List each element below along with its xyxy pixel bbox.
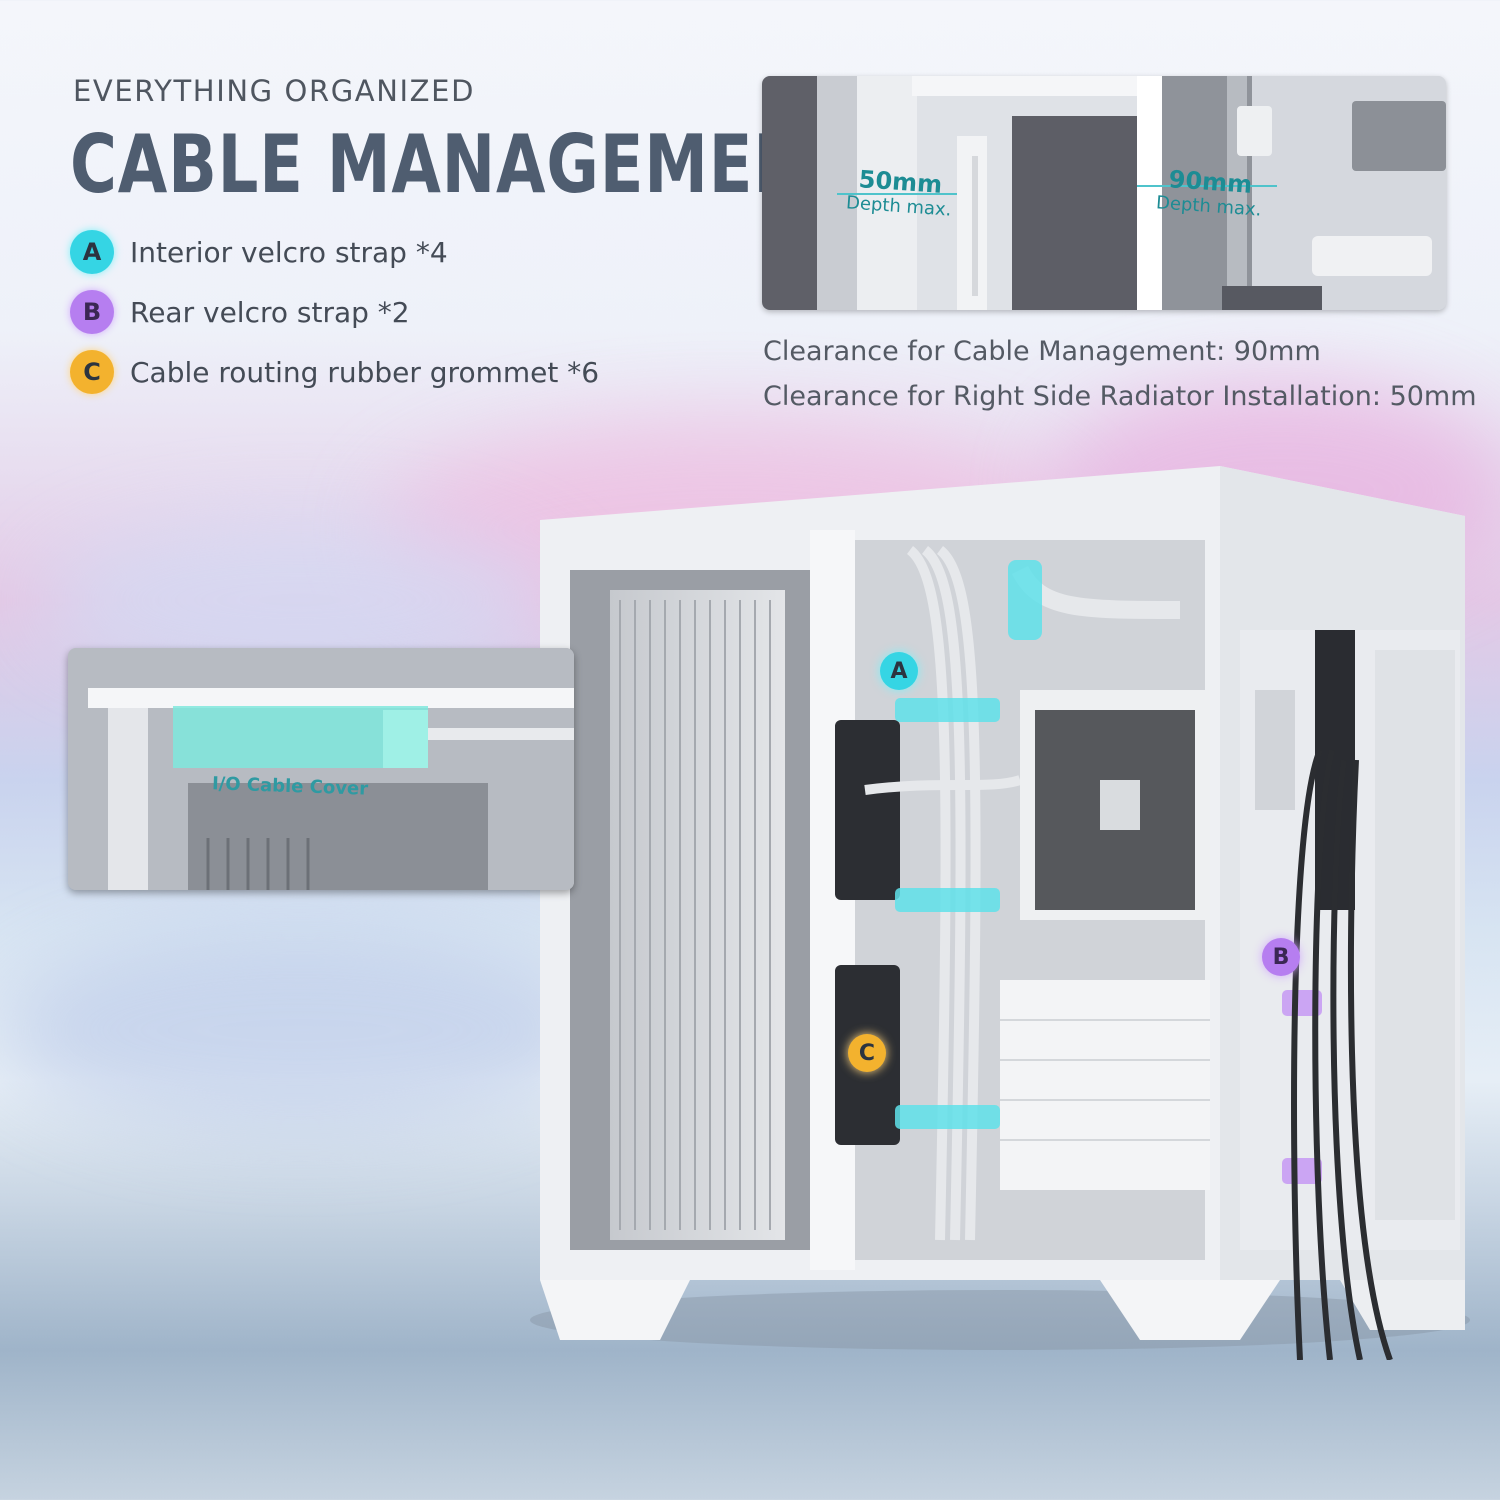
pc-case-illustration: [530, 466, 1470, 1360]
feature-item-a: A Interior velcro strap *4: [70, 230, 448, 274]
marker-c-icon: C: [848, 1034, 886, 1072]
feature-label: Cable routing rubber grommet *6: [130, 355, 600, 389]
badge-a-icon: A: [70, 230, 114, 274]
dimension-50mm: 50mm Depth max.: [845, 165, 953, 221]
feature-item-c: C Cable routing rubber grommet *6: [70, 350, 599, 394]
feature-label: Rear velcro strap *2: [130, 295, 410, 329]
clearance-photo: 50mm Depth max. 90mm Depth max.: [762, 76, 1446, 310]
badge-b-icon: B: [70, 290, 114, 334]
clearance-line-1: Clearance for Cable Management: 90mm: [763, 336, 1321, 367]
eyebrow-text: EVERYTHING ORGANIZED: [73, 74, 476, 108]
clearance-line-2: Clearance for Right Side Radiator Instal…: [763, 381, 1477, 412]
marker-a-icon: A: [880, 652, 918, 690]
feature-item-b: B Rear velcro strap *2: [70, 290, 410, 334]
dimension-90mm: 90mm Depth max.: [1155, 165, 1263, 221]
io-cable-cover-inset: [68, 648, 574, 890]
page-title: CABLE MANAGEMENT: [70, 118, 853, 211]
marker-b-icon: B: [1262, 938, 1300, 976]
io-cable-cover-illustration: [68, 648, 574, 890]
feature-label: Interior velcro strap *4: [130, 235, 448, 269]
badge-c-icon: C: [70, 350, 114, 394]
clearance-photo-illustration: [762, 76, 1446, 310]
blue-cloud: [0, 930, 600, 1130]
